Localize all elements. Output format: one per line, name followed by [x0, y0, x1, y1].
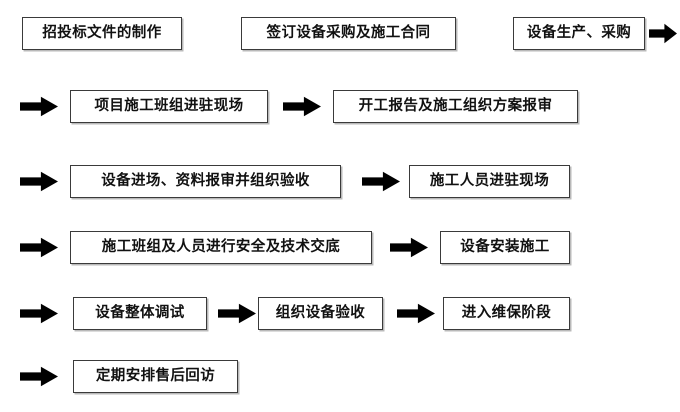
arrow-into-equipment-arrival-icon	[20, 171, 58, 192]
arrow-into-project-team-onsite-icon	[20, 96, 58, 117]
flow-node-n9[interactable]: 设备安装施工	[440, 231, 570, 264]
arrow-to-workers-onsite-icon	[362, 171, 400, 192]
flow-node-n4[interactable]: 项目施工班组进驻现场	[70, 90, 268, 123]
arrow-into-safety-briefing-icon	[20, 237, 58, 258]
flow-node-label: 设备生产、采购	[526, 25, 632, 42]
flow-node-n8[interactable]: 施工班组及人员进行安全及技术交底	[70, 231, 372, 264]
arrow-into-after-sales-visits-icon	[20, 366, 58, 387]
flow-node-n10[interactable]: 设备整体调试	[73, 297, 207, 330]
flow-node-label: 设备安装施工	[460, 239, 550, 256]
flow-node-label: 施工人员进驻现场	[429, 173, 550, 190]
flow-node-label: 开工报告及施工组织方案报审	[358, 98, 553, 115]
flow-node-label: 项目施工班组进驻现场	[94, 98, 244, 115]
arrow-to-maintenance-phase-icon	[397, 303, 435, 324]
flow-node-label: 定期安排售后回访	[95, 368, 216, 385]
flow-node-n2[interactable]: 签订设备采购及施工合同	[241, 17, 456, 50]
flow-node-label: 设备进场、资料报审并组织验收	[101, 173, 310, 190]
flow-node-n11[interactable]: 组织设备验收	[258, 297, 383, 330]
arrow-to-equipment-installation-icon	[390, 237, 428, 258]
flow-node-n6[interactable]: 设备进场、资料报审并组织验收	[70, 165, 341, 198]
flow-node-label: 招投标文件的制作	[42, 25, 162, 42]
flow-node-n3[interactable]: 设备生产、采购	[513, 17, 645, 50]
arrow-into-commissioning-icon	[20, 303, 58, 324]
arrow-after-equipment-production-icon	[649, 23, 677, 44]
flow-node-n5[interactable]: 开工报告及施工组织方案报审	[333, 90, 578, 123]
flow-node-label: 设备整体调试	[95, 305, 185, 322]
flow-node-label: 组织设备验收	[275, 305, 366, 322]
flow-node-label: 签订设备采购及施工合同	[266, 25, 431, 42]
flow-node-label: 进入维保阶段	[461, 305, 552, 322]
flow-node-n13[interactable]: 定期安排售后回访	[73, 360, 238, 393]
flow-node-n1[interactable]: 招投标文件的制作	[22, 17, 182, 50]
arrow-to-start-report-review-icon	[283, 96, 321, 117]
flow-node-n7[interactable]: 施工人员进驻现场	[409, 165, 570, 198]
flow-node-n12[interactable]: 进入维保阶段	[443, 297, 570, 330]
arrow-to-acceptance-icon	[218, 303, 256, 324]
flow-node-label: 施工班组及人员进行安全及技术交底	[101, 239, 341, 256]
